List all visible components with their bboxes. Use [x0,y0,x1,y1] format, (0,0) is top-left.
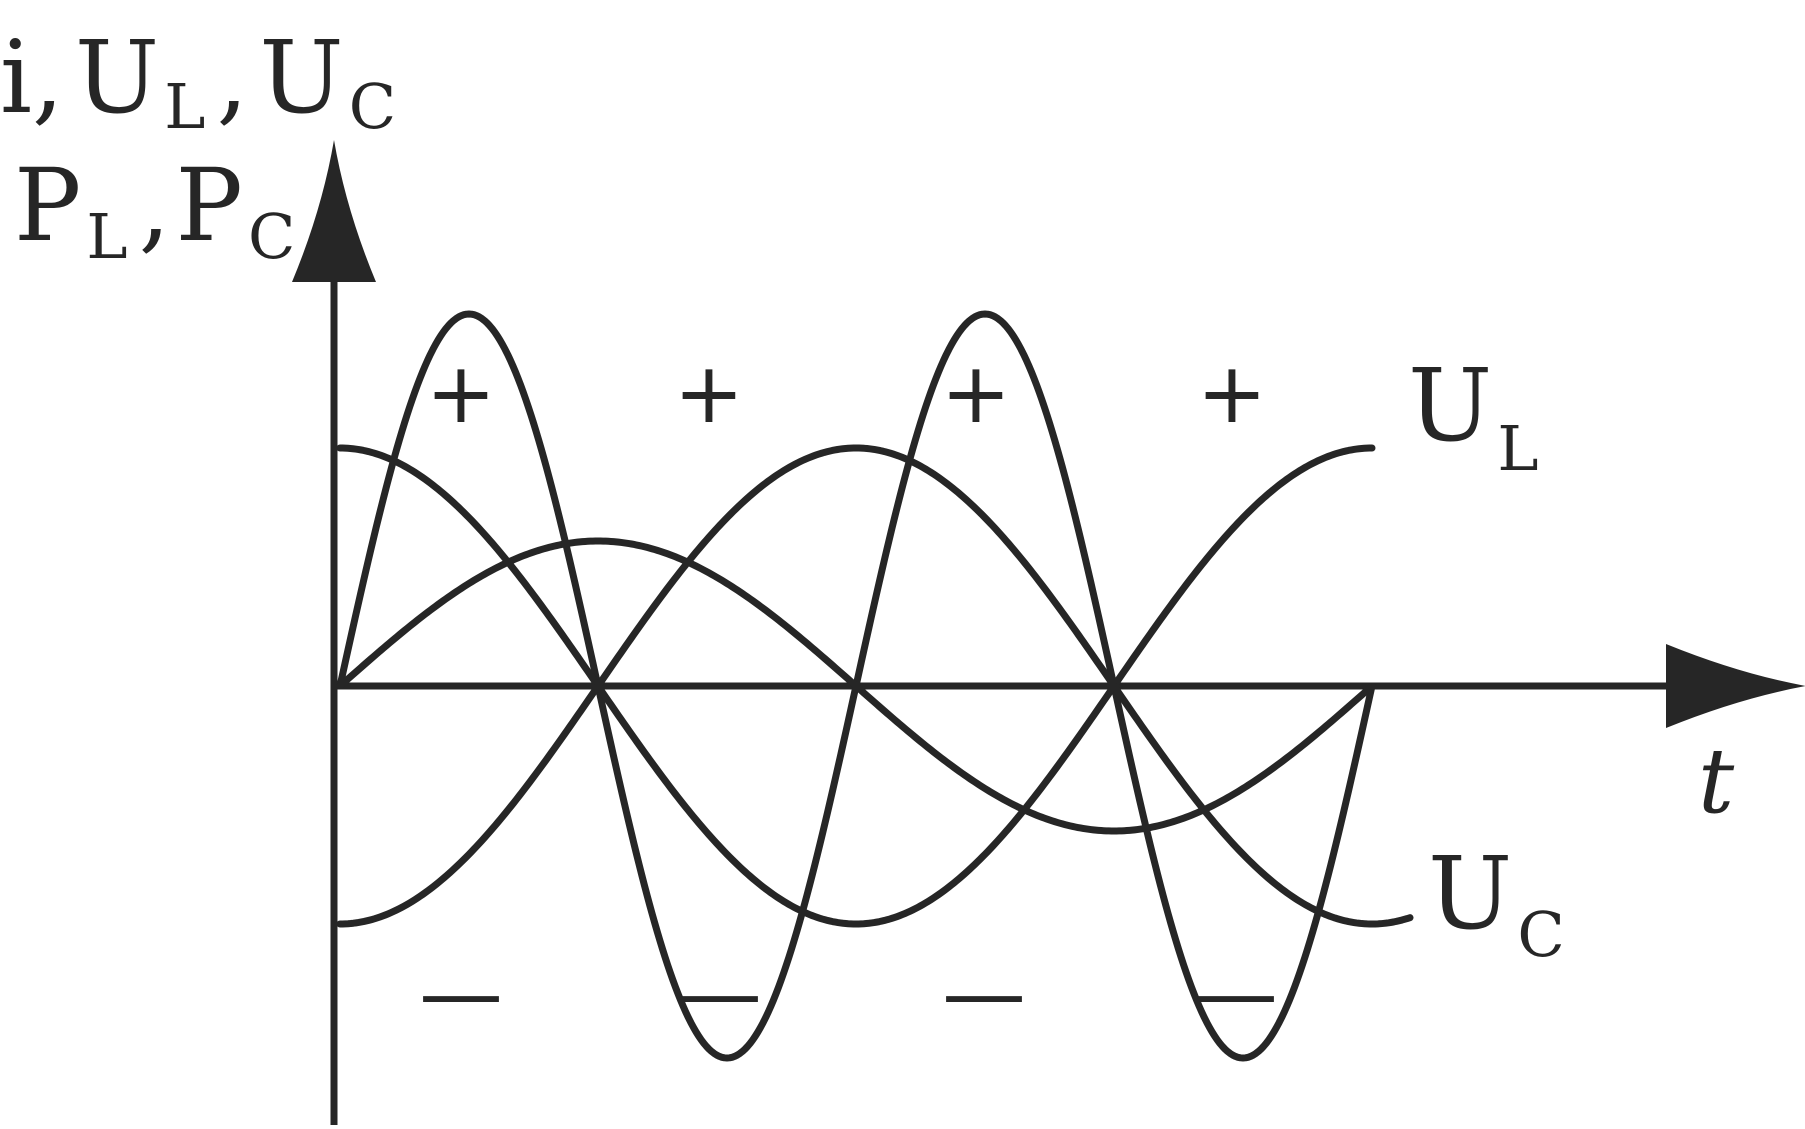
x-axis-label: t [1698,729,1735,834]
y-label-line2: P L , P C [14,147,295,273]
x-axis-arrowhead [1666,644,1805,728]
current-curve [336,537,1376,835]
ul-curve-label: U L [1408,347,1539,485]
positive-sign: + [941,344,1011,442]
negative-sign: — [942,944,1026,1042]
negative-sign: — [419,944,503,1042]
axes [292,140,1805,1125]
positive-sign: + [674,344,744,442]
negative-sign: — [678,944,762,1042]
uc-voltage-curve [336,444,1414,928]
curves [336,310,1414,1062]
ul-voltage-curve [336,444,1376,928]
power-signs: + + + + — — — — [419,344,1278,1042]
positive-sign: + [426,344,496,442]
y-axis-arrowhead [292,140,376,282]
uc-curve-label: U C [1428,835,1565,971]
positive-sign: + [1197,344,1267,442]
y-label-line1: i, U L , U C [0,19,396,143]
negative-sign: — [1194,944,1278,1042]
y-axis-label: i, U L , U C P L , P C [0,19,396,273]
